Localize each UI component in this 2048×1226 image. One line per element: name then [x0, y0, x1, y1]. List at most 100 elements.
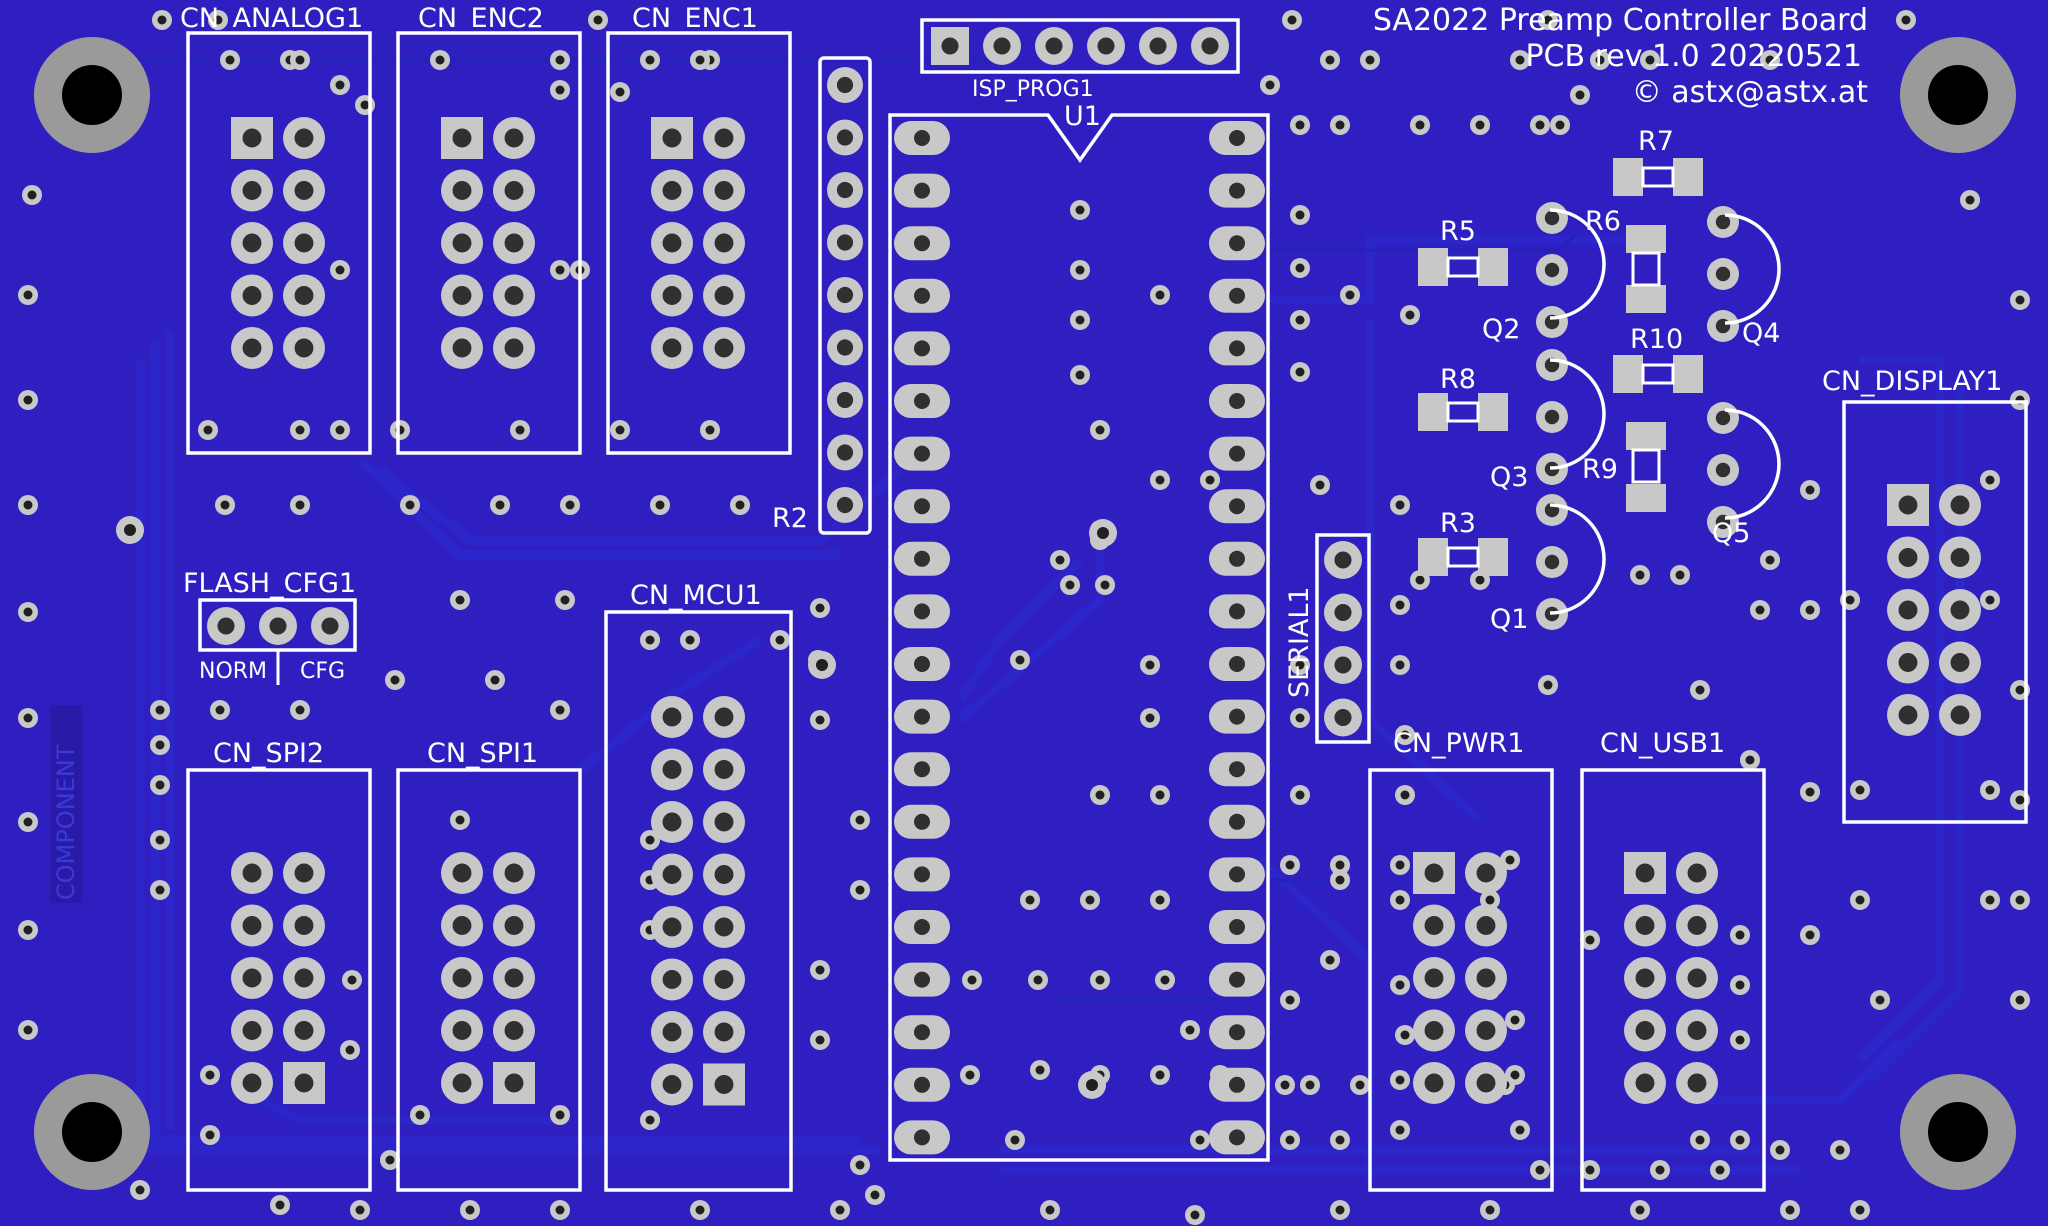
via-hole	[23, 817, 33, 827]
r8-pad	[1418, 393, 1448, 431]
via-hole	[1735, 980, 1745, 990]
via-hole	[855, 815, 865, 825]
via-hole	[23, 607, 33, 617]
transistor-pin-hole	[1544, 409, 1560, 425]
via-hole	[1395, 660, 1405, 670]
cn-pwr1-pin-hole	[1476, 863, 1496, 883]
via-hole	[1400, 1030, 1410, 1040]
via-hole	[2015, 995, 2025, 1005]
r9-pad	[1626, 484, 1666, 512]
cn-enc1-pin-hole	[714, 338, 734, 358]
cn-analog1-pin-hole	[242, 181, 262, 200]
via-hole	[555, 1205, 565, 1215]
mounting-hole-bottom-right	[1900, 1074, 2016, 1190]
label-cn-analog1: CN_ANALOG1	[180, 3, 363, 34]
via-hole	[1765, 55, 1775, 65]
via-large-hole	[124, 524, 136, 536]
cn-usb1-pin-hole	[1687, 863, 1707, 883]
cn-usb1-pin-hole	[1635, 968, 1655, 988]
label-r10: R10	[1630, 324, 1683, 355]
via-hole	[1075, 370, 1085, 380]
via-hole	[1280, 1080, 1290, 1090]
cn-analog1-pin-hole	[242, 286, 262, 305]
via-hole	[1285, 1135, 1295, 1145]
cn-enc2-pin-hole	[504, 233, 524, 253]
label-q2: Q2	[1482, 314, 1520, 345]
cn-analog1-pin-hole	[294, 286, 314, 305]
u1-pin-hole	[1229, 656, 1245, 672]
via-hole	[1155, 475, 1165, 485]
via-hole	[1755, 605, 1765, 615]
via-hole	[1675, 570, 1685, 580]
via-hole	[495, 500, 505, 510]
u1-pin-hole	[1229, 550, 1245, 567]
u1-pin-hole	[1229, 287, 1245, 304]
via-hole	[295, 500, 305, 510]
transistor-pin-hole	[1715, 410, 1731, 426]
via-large-hole	[1086, 1079, 1098, 1091]
cn-enc1-pin-hole	[714, 181, 734, 200]
cn-mcu1-pin-hole	[662, 970, 682, 989]
cn-enc2-pin-hole	[504, 181, 524, 200]
u1-pin-hole	[914, 761, 930, 778]
via-hole	[1095, 975, 1105, 985]
via-hole	[1285, 860, 1295, 870]
cn-display1-pin-hole	[1898, 495, 1918, 515]
label-cn-pwr1: CN_PWR1	[1393, 728, 1524, 759]
u1-pin-hole	[914, 813, 930, 830]
via-hole	[295, 705, 305, 715]
label-r9: R9	[1582, 454, 1618, 485]
via-hole	[1875, 995, 1885, 1005]
cn-pwr1-pin-hole	[1424, 916, 1444, 935]
cn-analog1-pin-hole	[294, 338, 314, 358]
serial1-pin-hole	[1334, 708, 1352, 727]
via-hole	[1405, 310, 1415, 320]
cn-spi2-pin-hole	[242, 863, 262, 883]
u1-pin-hole	[914, 498, 930, 515]
via-hole	[135, 1185, 145, 1195]
via-hole	[1145, 713, 1155, 723]
r2-pin-hole	[836, 286, 854, 304]
via-hole	[23, 925, 33, 935]
isp-prog1-pin-hole	[1045, 37, 1063, 55]
isp-prog1-pin-hole	[993, 37, 1011, 55]
label-cn-spi2: CN_SPI2	[213, 738, 324, 769]
via-hole	[1415, 575, 1425, 585]
via-hole	[215, 705, 225, 715]
cn-spi2-pin-hole	[242, 1021, 262, 1040]
r3-pad	[1478, 538, 1508, 576]
flash-cfg1-pin-hole	[269, 617, 287, 635]
via-hole	[1535, 120, 1545, 130]
cn-mcu1-pin-hole	[662, 917, 682, 937]
u1-pin-hole	[1229, 1129, 1245, 1146]
via-hole	[1595, 55, 1605, 65]
u1-pin-hole	[914, 182, 930, 199]
via-hole	[1285, 995, 1295, 1005]
cn-spi1-pin-hole	[504, 968, 524, 988]
via-hole	[1033, 975, 1043, 985]
via-hole	[815, 965, 825, 975]
cn-spi2-pin-hole	[294, 863, 314, 883]
cn-mcu1-pin-hole	[714, 1022, 734, 1042]
cn-usb1-pin-hole	[1635, 1021, 1655, 1040]
cn-usb1-pin-hole	[1635, 863, 1655, 883]
via-hole	[1075, 265, 1085, 275]
via-hole	[1325, 55, 1335, 65]
via-hole	[347, 975, 357, 985]
via-hole	[1805, 787, 1815, 797]
via-hole	[335, 425, 345, 435]
via-hole	[1010, 1135, 1020, 1145]
component-footprints	[207, 27, 1981, 1155]
via-hole	[515, 425, 525, 435]
r2-pin-hole	[836, 444, 854, 461]
transistor-pin-hole	[1715, 462, 1731, 478]
via-hole	[1985, 475, 1995, 485]
via-hole	[1765, 555, 1775, 565]
label-serial1: SERIAL1	[1284, 586, 1315, 698]
via-hole	[1295, 120, 1305, 130]
via-hole	[1365, 55, 1375, 65]
cn-spi2-pin-hole	[242, 1073, 262, 1093]
via-hole	[2015, 795, 2025, 805]
cn-spi1-outline	[396, 768, 582, 1192]
cn-spi1-pin-hole	[504, 1021, 524, 1040]
